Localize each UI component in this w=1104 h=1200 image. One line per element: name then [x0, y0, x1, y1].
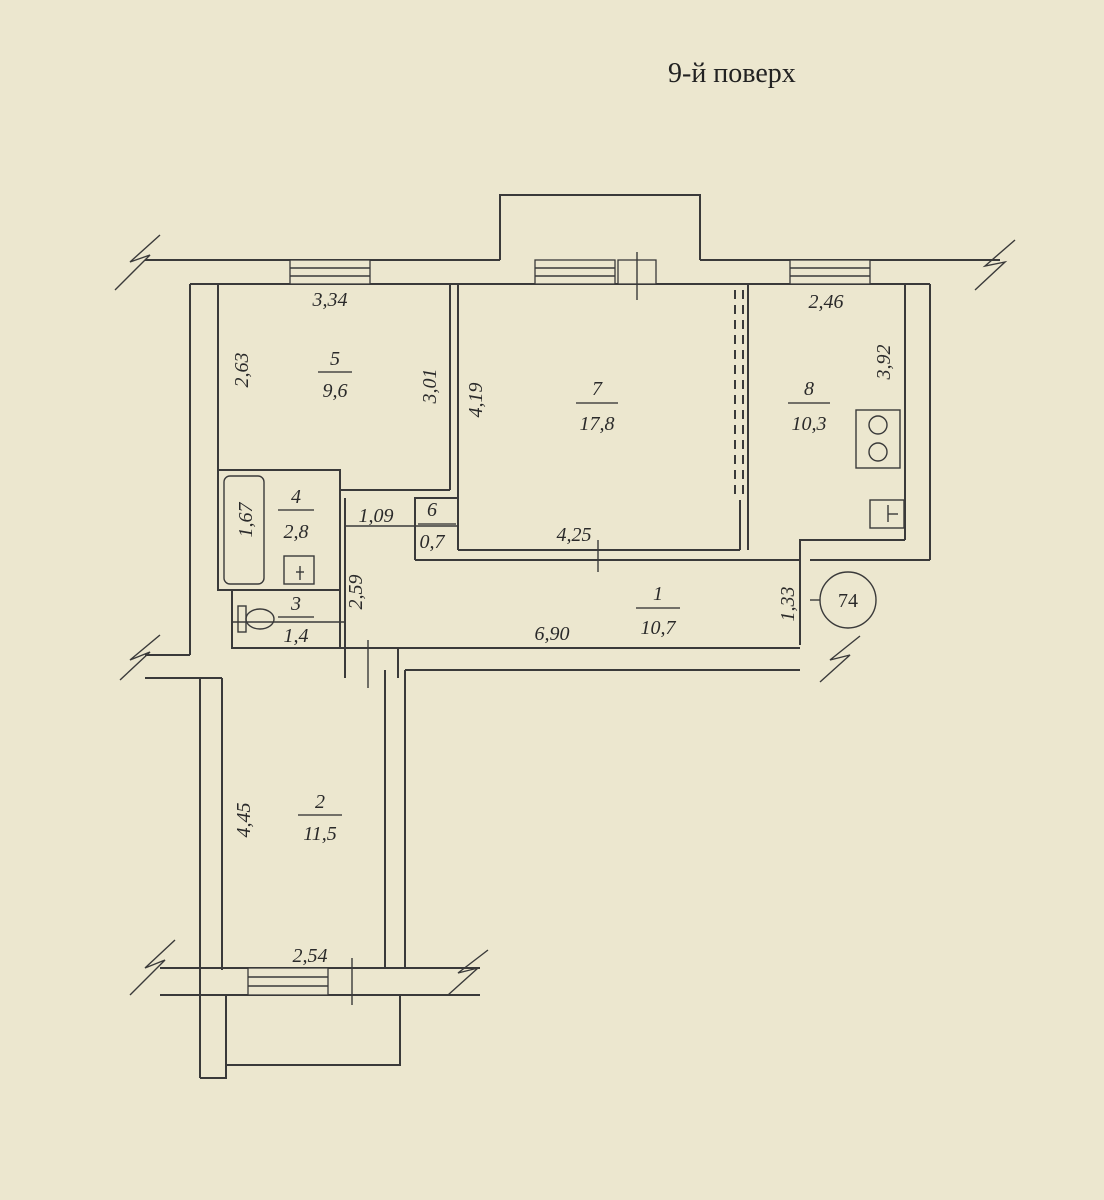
toilet-fixture [237, 605, 275, 633]
dim-room2-width: 2,54 [293, 945, 328, 967]
room-3-area: 1,4 [284, 625, 309, 647]
dim-room5-left: 2,63 [231, 353, 253, 388]
sink-fixture [869, 499, 905, 529]
room-4-number: 4 [291, 486, 301, 508]
stair-number: 74 [838, 590, 858, 612]
dim-room2-height: 4,45 [233, 803, 255, 838]
stair-marker: 74 [810, 571, 877, 629]
door-marks [351, 252, 657, 1005]
dim-room5-width: 3,34 [312, 289, 348, 311]
room-2-area: 11,5 [303, 823, 337, 845]
room-5-area: 9,6 [323, 380, 348, 402]
dim-room4-height: 1,67 [235, 502, 257, 538]
bathtub-fixture [223, 475, 315, 585]
room-1-number: 1 [653, 583, 663, 605]
room-3-number: 3 [290, 593, 301, 615]
dim-room8-width: 2,46 [809, 291, 844, 313]
room-1-area: 10,7 [641, 617, 677, 639]
dim-corridor-width: 1,33 [777, 587, 799, 622]
room-labels: 5 9,6 7 17,8 8 10,3 4 2,8 6 0,7 3 1,4 1 [278, 348, 830, 845]
room-7-number: 7 [592, 378, 603, 400]
room-2-number: 2 [315, 791, 325, 813]
windows [247, 259, 871, 996]
room-7-area: 17,8 [580, 413, 615, 435]
room-4-area: 2,8 [284, 521, 309, 543]
room-6-area: 0,7 [420, 531, 446, 553]
dimension-labels: 3,34 2,63 3,01 4,19 2,46 3,92 1,67 1,09 … [231, 289, 895, 967]
dim-room5-right: 3,01 [419, 369, 441, 405]
room-8-number: 8 [804, 378, 814, 400]
dim-room7-width: 4,25 [557, 524, 592, 546]
dim-room7-height: 4,19 [465, 383, 487, 418]
dim-hall-height: 2,59 [345, 575, 367, 610]
room-5-number: 5 [330, 348, 340, 370]
stove-fixture [855, 409, 901, 469]
dim-room8-height: 3,92 [873, 345, 895, 381]
dim-room6-width: 1,09 [359, 505, 394, 527]
room-6-number: 6 [427, 499, 437, 521]
floor-title: 9-й поверх [668, 58, 796, 89]
room-8-area: 10,3 [792, 413, 827, 435]
dim-corridor-length: 6,90 [535, 623, 570, 645]
